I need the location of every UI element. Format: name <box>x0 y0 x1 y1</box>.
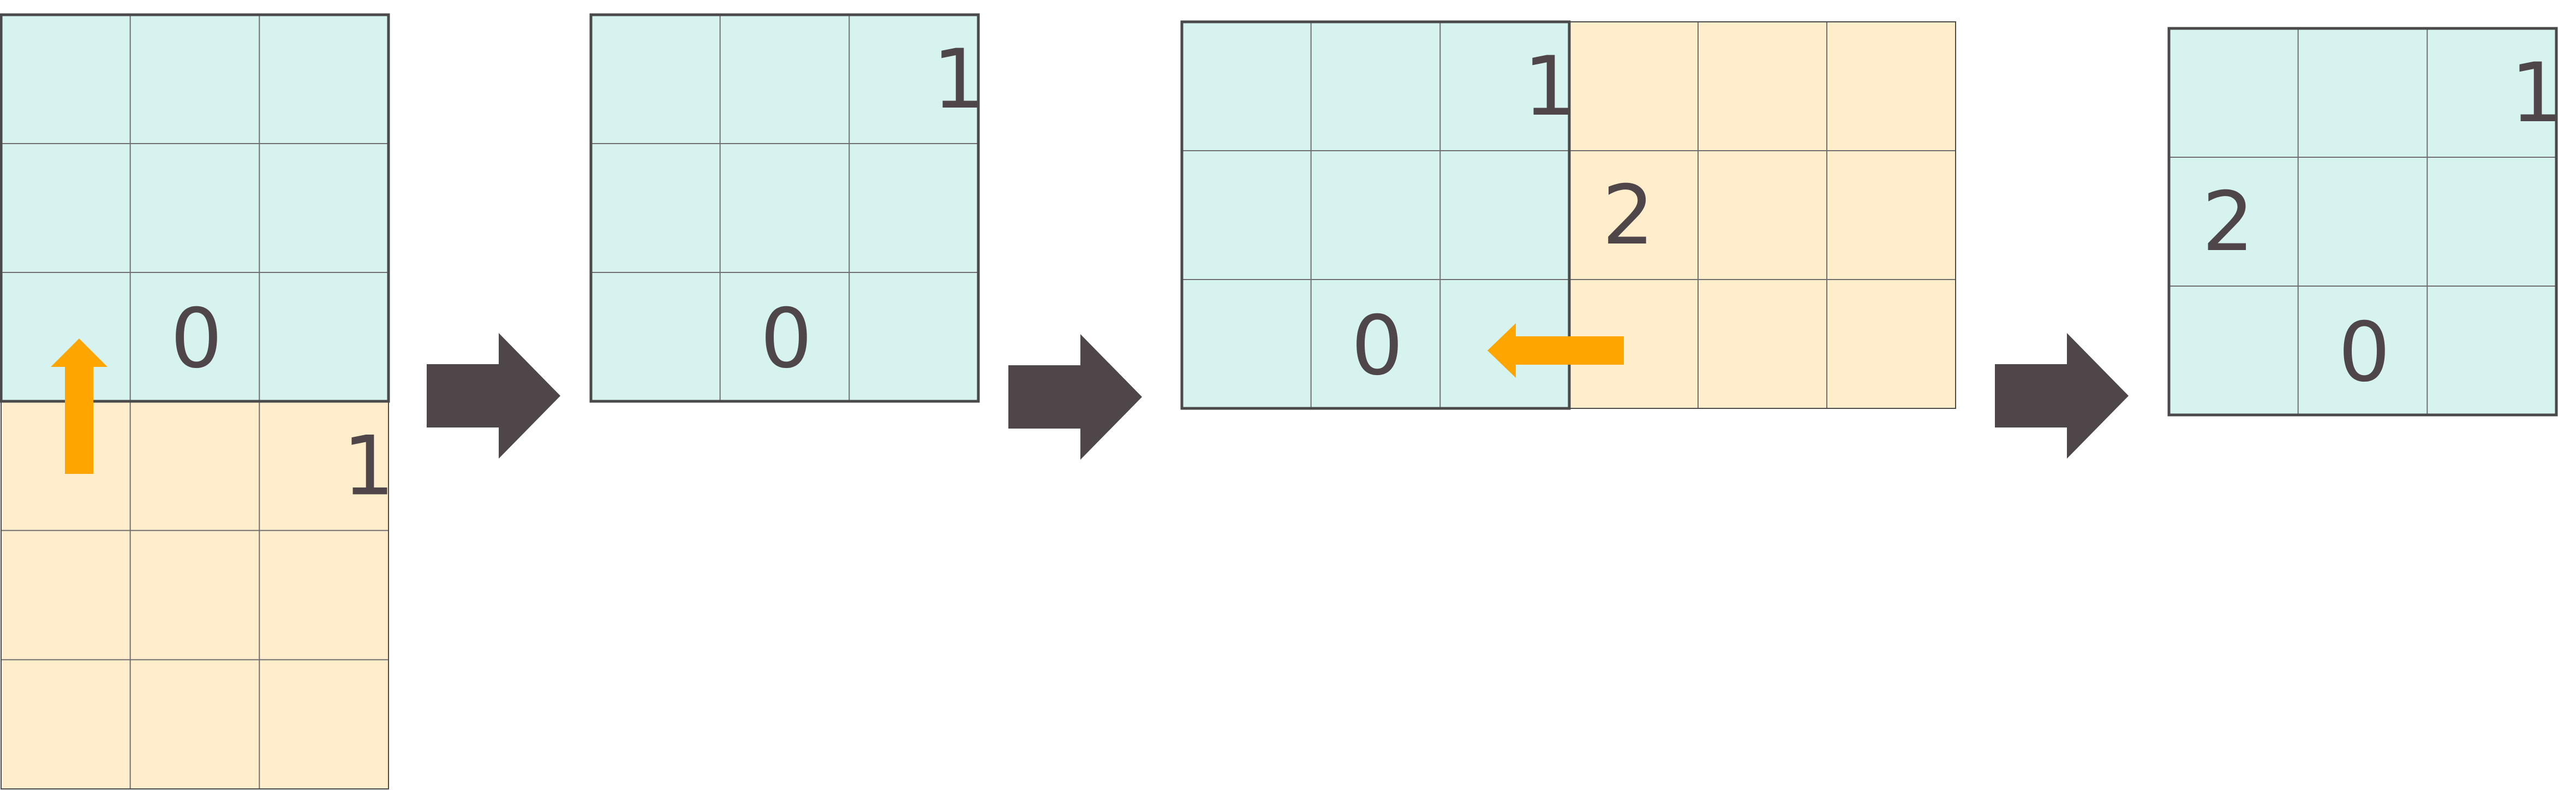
teal-grid-background <box>1 15 389 401</box>
teal-grid-frame <box>2167 27 2558 417</box>
right-arrow-icon-2 <box>1008 334 1142 460</box>
cell-number-2: 2 <box>1602 168 1654 263</box>
left-arrow-icon <box>1487 323 1624 378</box>
teal-grid-background <box>2169 28 2556 415</box>
teal-grid <box>1 15 389 401</box>
cell-number-0: 0 <box>760 292 812 387</box>
cream-grid-background <box>1569 22 1956 408</box>
cell-number-0: 0 <box>1351 299 1403 394</box>
cell-number-2: 2 <box>2202 175 2254 270</box>
cream-grid <box>1 401 389 789</box>
cell-number-0: 0 <box>170 292 222 387</box>
cell-number-1: 1 <box>343 419 395 514</box>
left-arrow-icon-shape <box>1487 323 1624 378</box>
panel-1: 01 <box>0 13 395 789</box>
right-arrow-icon-1 <box>427 333 560 459</box>
panel-4: 1 20 <box>2167 27 2562 417</box>
up-arrow-icon-shape <box>51 338 107 474</box>
cream-grid <box>1569 22 1956 408</box>
cell-number-1: 1 <box>933 32 984 127</box>
cell-number-1: 1 <box>2511 46 2562 141</box>
up-arrow-icon <box>51 338 107 474</box>
teal-grid-frame <box>0 13 390 403</box>
right-arrow-icon-3 <box>1995 333 2129 459</box>
teal-grid-frame <box>589 13 980 403</box>
teal-grid-frame <box>1180 20 1571 410</box>
teal-grid <box>591 15 978 401</box>
panel-3: 1 0 2 <box>1180 20 1956 410</box>
cell-number-0: 0 <box>2338 305 2390 400</box>
cell-number-1: 1 <box>1523 39 1575 134</box>
teal-grid-background <box>591 15 978 401</box>
panel-2: 10 <box>589 13 984 403</box>
teal-grid <box>2169 28 2556 415</box>
cream-grid-background <box>1 401 389 789</box>
